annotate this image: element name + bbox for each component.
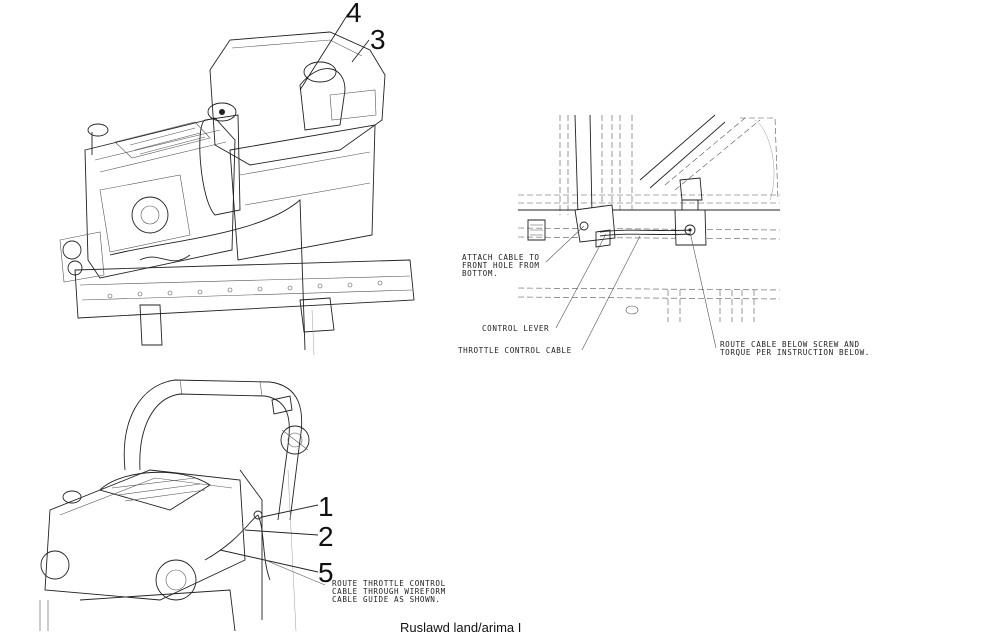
note-route-below-line1: ROUTE CABLE BELOW SCREW AND [720, 340, 860, 349]
callout-4: 4 [346, 0, 362, 28]
view-top-left-assembly [59, 13, 415, 356]
note-attach-line1: ATTACH CABLE TO [462, 253, 540, 262]
note-route-through-line2: CABLE THROUGH WIREFORM [332, 587, 446, 596]
view-bottom-left-assembly [39, 379, 326, 631]
note-control-lever: CONTROL LEVER [482, 324, 549, 333]
note-throttle-control-cable: THROTTLE CONTROL CABLE [458, 346, 572, 355]
note-attach-line3: BOTTOM. [462, 269, 498, 278]
note-attach-line2: FRONT HOLE FROM [462, 261, 540, 270]
note-route-through-line1: ROUTE THROTTLE CONTROL [332, 579, 446, 588]
callout-1: 1 [318, 491, 334, 522]
note-route-through-line3: CABLE GUIDE AS SHOWN. [332, 595, 441, 604]
callout-2: 2 [318, 521, 334, 552]
page-footer-text: Ruslawd land/arima I [400, 620, 522, 635]
callout-3: 3 [370, 24, 386, 55]
view-detail-control-lever [517, 114, 781, 351]
callout-5: 5 [318, 557, 334, 588]
note-route-below-line2: TORQUE PER INSTRUCTION BELOW. [720, 348, 870, 357]
